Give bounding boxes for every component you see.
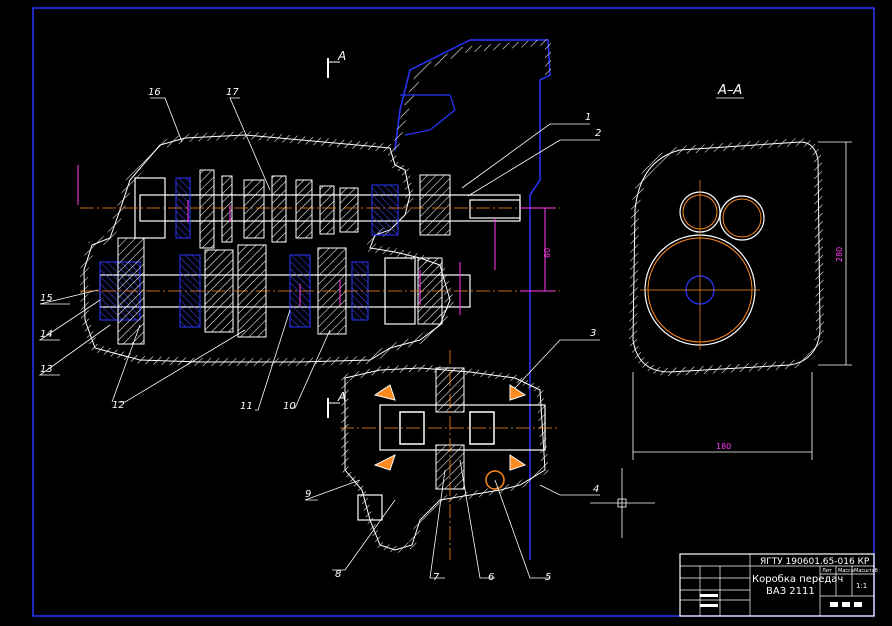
doc-title-line1: Коробка передач <box>752 574 843 585</box>
leader-12: 12 <box>112 400 125 411</box>
leader-4: 4 <box>593 484 599 495</box>
leader-7: 7 <box>433 572 440 583</box>
section-mark-top-label: A <box>337 49 346 63</box>
main-section-view: A A 1 <box>38 38 601 583</box>
leader-9: 9 <box>305 489 311 500</box>
section-mark-bottom: A <box>327 390 346 418</box>
dim-height: 280 <box>835 247 844 262</box>
leader-11: 11 <box>240 401 253 412</box>
leader-5: 5 <box>545 572 551 583</box>
scale-value: 1:1 <box>856 582 867 590</box>
small-gear-right-circle <box>719 195 765 241</box>
dimension-marks <box>77 165 555 315</box>
leader-numbers: 1 2 3 4 5 6 7 8 9 10 11 12 13 14 15 16 1… <box>40 87 601 583</box>
secondary-shaft <box>80 237 560 345</box>
sheet-frame <box>32 7 875 617</box>
dim-width: 180 <box>716 442 731 451</box>
leader-15: 15 <box>40 293 53 304</box>
crosshair-cursor-icon <box>590 468 655 538</box>
leader-8: 8 <box>335 569 341 580</box>
section-mark-bottom-label: A <box>337 390 346 404</box>
housing-upper-contour <box>394 39 551 560</box>
leader-13: 13 <box>40 364 53 375</box>
section-mark-top: A <box>327 49 346 78</box>
leader-2: 2 <box>595 128 601 139</box>
doc-title-line2: ВАЗ 2111 <box>766 586 815 597</box>
leader-10: 10 <box>283 401 296 412</box>
leader-14: 14 <box>40 329 53 340</box>
header-scale: Масштаб <box>854 568 878 574</box>
view-title: А–А <box>717 83 742 98</box>
header-mass: Масса <box>838 568 854 574</box>
leader-16: 16 <box>148 87 161 98</box>
doc-code: ЯГТУ 190601.65-016 КР <box>760 557 870 567</box>
leader-lines <box>38 97 600 579</box>
header-lit: Лит <box>822 568 832 574</box>
leader-1: 1 <box>585 112 591 123</box>
section-view-a-a: А–А 280 180 <box>590 83 852 538</box>
leader-3: 3 <box>590 328 596 339</box>
section-housing-outline <box>628 137 825 377</box>
leader-6: 6 <box>488 572 494 583</box>
primary-shaft <box>80 169 560 249</box>
title-block: ЯГТУ 190601.65-016 КР Коробка передач ВА… <box>679 553 878 617</box>
differential <box>340 350 560 560</box>
leader-17: 17 <box>226 87 239 98</box>
center-distance-dim: 80 <box>543 248 552 258</box>
